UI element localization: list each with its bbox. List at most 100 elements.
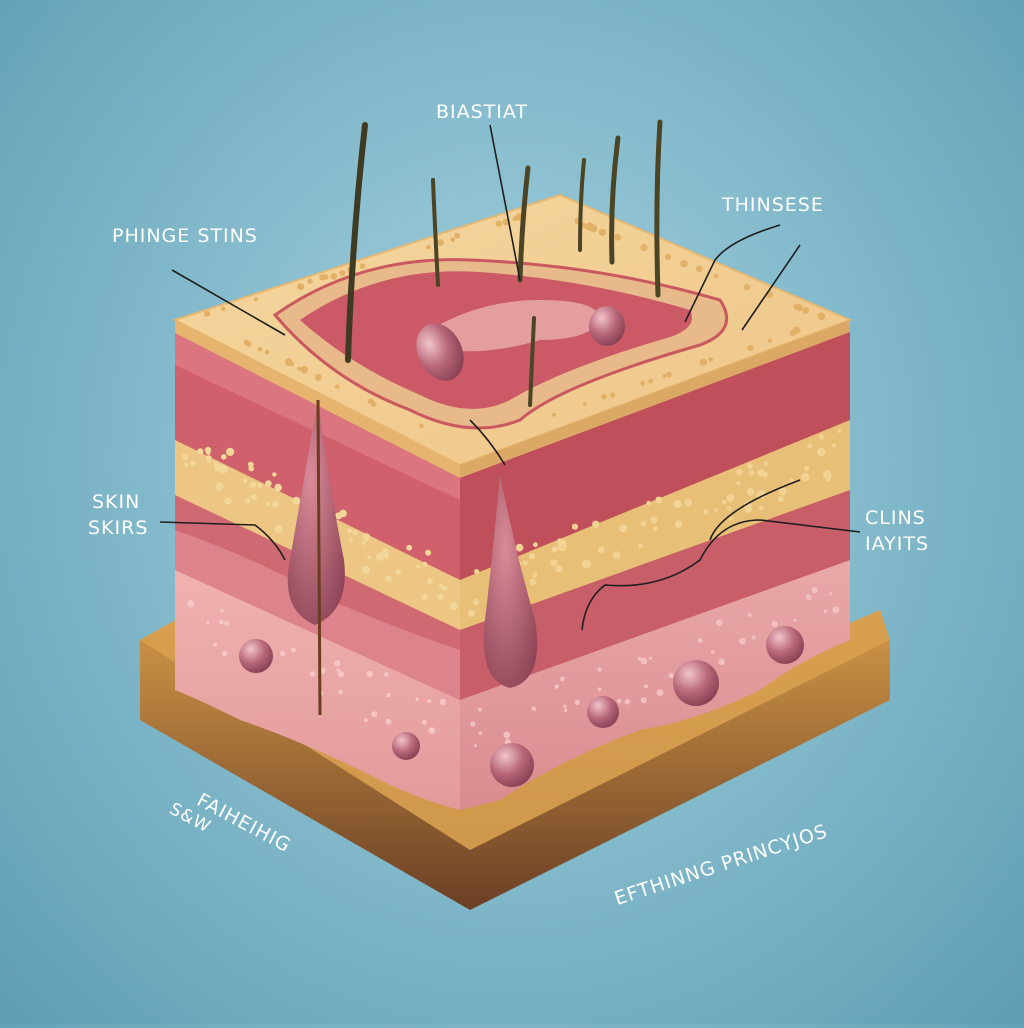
pore-dot (648, 378, 654, 384)
pore-dot (385, 575, 392, 583)
pore-dot (640, 520, 647, 527)
pore-dot (438, 583, 444, 589)
pore-dot (364, 718, 368, 723)
pore-dot (650, 516, 658, 524)
pore-dot (206, 458, 212, 464)
pore-dot (279, 650, 286, 657)
pore-dot (454, 232, 460, 239)
pore-dot (427, 578, 434, 584)
pore-dot (382, 552, 390, 559)
pore-dot (825, 476, 831, 482)
pore-dot (347, 528, 352, 533)
pore-dot (563, 704, 567, 709)
pore-dot (777, 496, 784, 503)
pore-dot (684, 499, 693, 507)
pore-dot (502, 218, 510, 226)
pore-dot (522, 560, 528, 566)
pore-dot (736, 468, 743, 475)
pore-dot (337, 671, 344, 678)
pore-dot (254, 297, 258, 302)
pore-dot (297, 366, 302, 371)
pore-dot (722, 500, 727, 505)
pore-dot (592, 520, 600, 528)
pore-dot (334, 660, 341, 667)
pore-dot (697, 638, 703, 643)
pore-dot (767, 338, 773, 343)
pore-dot (515, 543, 524, 552)
pore-dot (226, 447, 235, 456)
pore-dot (437, 594, 444, 601)
pore-dot (421, 594, 428, 601)
pore-dot (322, 274, 329, 280)
pore-dot (370, 401, 377, 407)
pore-dot (274, 483, 283, 492)
pore-dot (736, 481, 741, 486)
pore-dot (297, 283, 305, 291)
pore-dot (743, 283, 751, 291)
pore-dot (307, 278, 313, 284)
pore-dot (256, 482, 263, 489)
pore-dot (757, 490, 766, 499)
pore-dot (703, 509, 709, 515)
pore-dot (662, 373, 667, 378)
pore-dot (437, 239, 444, 247)
surface-cysts (416, 306, 625, 381)
label-mid-right-1: CLINS (865, 507, 926, 529)
pore-dot (640, 657, 648, 665)
hair-shafts (345, 119, 663, 407)
pore-dot (729, 516, 734, 521)
pore-dot (449, 602, 458, 610)
pore-dot (563, 708, 568, 713)
pore-dot (796, 304, 803, 312)
pore-dot (204, 310, 211, 317)
pore-dot (528, 553, 536, 560)
pore-dot (473, 599, 480, 606)
pore-dot (585, 223, 594, 231)
hypodermis-layer (175, 560, 850, 810)
pore-dot (653, 526, 658, 532)
pore-dot (512, 216, 518, 222)
pore-dot (250, 494, 258, 501)
fat-globules (239, 626, 804, 787)
pore-dot (533, 542, 538, 548)
pore-dot (837, 428, 842, 433)
pore-dot (335, 512, 343, 520)
pore-dot (206, 621, 210, 625)
pore-dot (190, 460, 196, 466)
pore-dot (554, 684, 559, 689)
pore-dot (418, 423, 424, 429)
pore-dot (395, 569, 401, 575)
pore-dot (221, 454, 227, 460)
pore-dot (421, 719, 427, 725)
pore-dot (187, 600, 195, 608)
pore-dot (832, 606, 840, 614)
pore-dot (245, 498, 251, 504)
pore-dot (266, 501, 271, 507)
pore-dot (666, 371, 672, 378)
pore-dot (359, 263, 366, 269)
pore-dot (385, 718, 392, 725)
pore-dot (314, 373, 322, 381)
pore-dot (265, 480, 272, 487)
pore-dot (215, 482, 224, 491)
pore-dot (609, 392, 616, 398)
label-upper-left: PHINGE STINS (112, 225, 258, 247)
pore-dot (272, 500, 279, 508)
pore-dot (727, 506, 732, 511)
pore-dot (218, 464, 228, 474)
pore-dot (366, 670, 373, 678)
pore-dot (249, 481, 256, 489)
pore-dot (763, 461, 769, 467)
pore-dot (807, 443, 813, 449)
pore-dot (550, 559, 558, 567)
pore-dot (257, 346, 263, 352)
pore-dot (718, 658, 725, 666)
label-mid-right-2: IAYITS (865, 533, 930, 555)
pore-dot (218, 619, 224, 625)
pore-dot (309, 671, 316, 677)
pore-dot (793, 618, 797, 622)
pore-dot (802, 307, 810, 314)
pore-dot (406, 544, 413, 551)
pore-dot (648, 656, 653, 660)
